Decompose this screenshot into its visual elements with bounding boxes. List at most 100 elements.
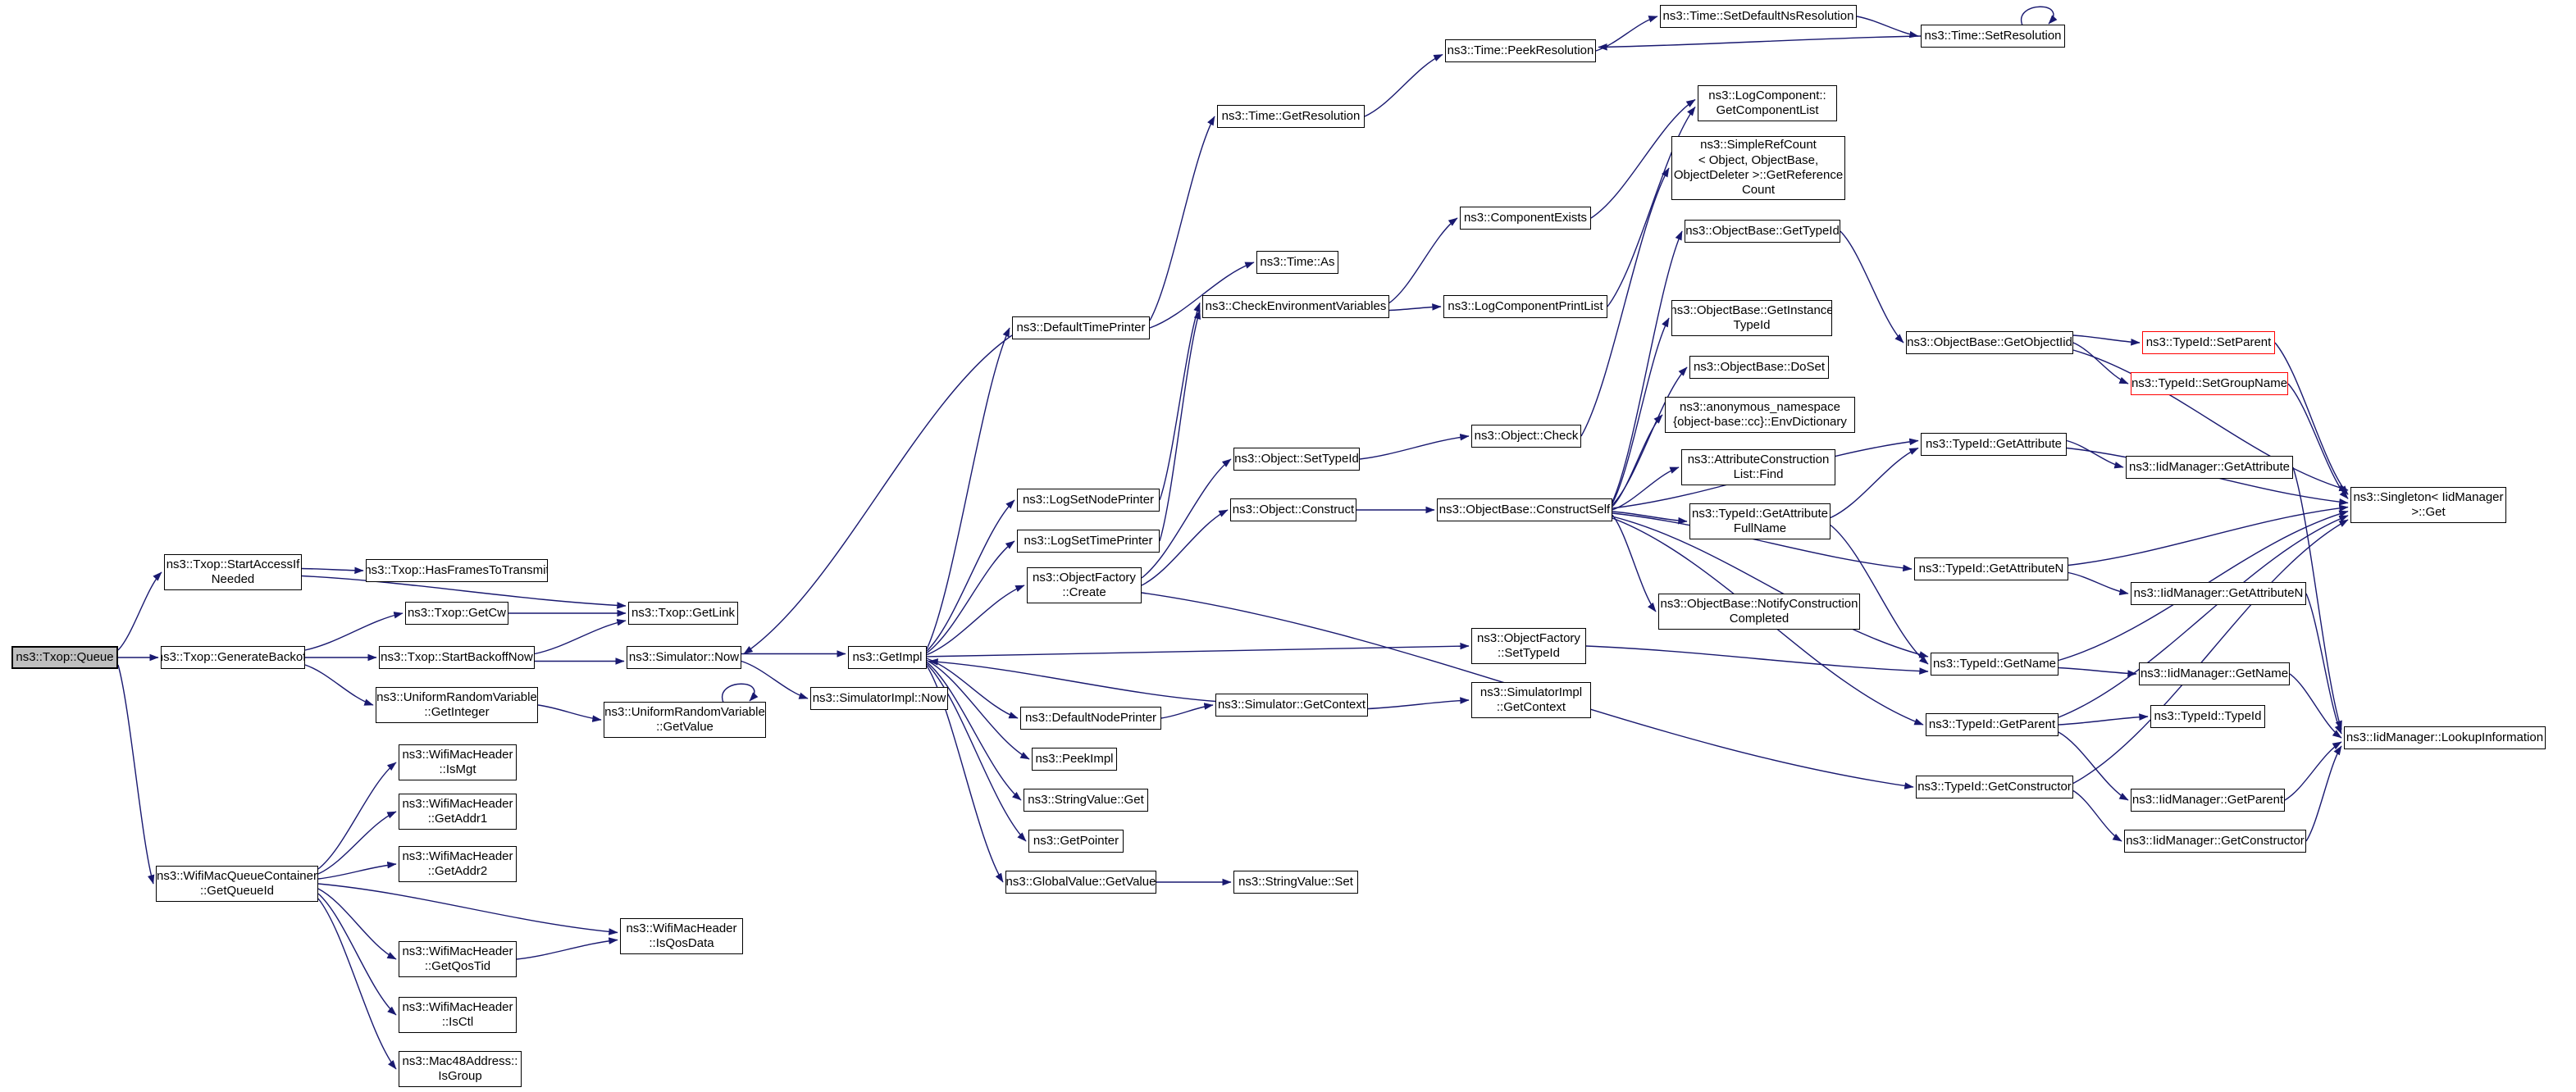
graph-node-component_exists[interactable]: ns3::ComponentExists [1460, 207, 1591, 230]
graph-node-get_cw[interactable]: ns3::Txop::GetCw [405, 602, 508, 625]
graph-node-default_time_printer[interactable]: ns3::DefaultTimePrinter [1012, 316, 1150, 339]
call-edge-get_attribute_full_name-to-typeid_get_attribute [1830, 447, 1919, 519]
graph-node-time_get_resolution[interactable]: ns3::Time::GetResolution [1217, 105, 1365, 128]
graph-node-object_construct[interactable]: ns3::Object::Construct [1230, 498, 1356, 521]
call-edge-component_exists-to-get_component_list [1590, 98, 1696, 219]
graph-node-singleton_get[interactable]: ns3::Singleton< IidManager >::Get [2350, 487, 2506, 523]
call-edge-generate_backoff-to-get_integer [304, 664, 374, 706]
graph-node-factory_create[interactable]: ns3::ObjectFactory ::Create [1027, 567, 1142, 603]
graph-node-time_as[interactable]: ns3::Time::As [1256, 251, 1338, 274]
graph-node-check_env[interactable]: ns3::CheckEnvironmentVariables [1202, 295, 1389, 318]
graph-node-start_backoff_now[interactable]: ns3::Txop::StartBackoffNow [379, 646, 535, 669]
call-edge-get_impl-to-get_pointer [926, 663, 1027, 842]
graph-node-env_dictionary[interactable]: ns3::anonymous_namespace {object-base::c… [1665, 397, 1855, 433]
call-edge-typeid_get_parent-to-singleton_get [2058, 515, 2349, 718]
call-edge-typeid_get_attribute-to-iid_get_attribute [2066, 439, 2124, 469]
call-edge-construct_self-to-get_attribute_full_name [1612, 511, 1688, 525]
graph-node-typeid_get_name[interactable]: ns3::TypeId::GetName [1931, 653, 2059, 676]
graph-node-get_impl[interactable]: ns3::GetImpl [848, 646, 927, 669]
call-edge-get_impl-to-stringvalue_get [926, 662, 1022, 801]
call-edge-get_queue_id-to-is_group [317, 898, 397, 1070]
call-edge-queue-to-get_queue_id [117, 664, 155, 885]
call-edge-get_impl-to-factory_set_typeid [926, 642, 1470, 657]
call-edge-get_impl-to-log_set_time_printer [926, 540, 1015, 654]
call-edge-get_impl-to-factory_create [926, 585, 1025, 656]
graph-node-has_frames[interactable]: ns3::Txop::HasFramesToTransmit [366, 559, 548, 582]
graph-node-get_addr2[interactable]: ns3::WifiMacHeader ::GetAddr2 [399, 846, 517, 882]
call-edge-factory_set_typeid-to-typeid_get_name [1585, 645, 1929, 675]
graph-node-log_set_node_printer[interactable]: ns3::LogSetNodePrinter [1017, 489, 1160, 512]
graph-node-objectbase_get_typeid[interactable]: ns3::ObjectBase::GetTypeId [1685, 220, 1840, 243]
graph-node-set_resolution[interactable]: ns3::Time::SetResolution [1921, 25, 2065, 48]
graph-node-get_component_list[interactable]: ns3::LogComponent:: GetComponentList [1698, 85, 1837, 121]
graph-node-typeid_get_attribute[interactable]: ns3::TypeId::GetAttribute [1921, 433, 2067, 456]
call-edge-typeid_get_parent-to-iid_get_parent [2058, 731, 2129, 801]
graph-node-stringvalue_get[interactable]: ns3::StringValue::Get [1024, 789, 1148, 812]
graph-node-notify_construction[interactable]: ns3::ObjectBase::NotifyConstruction Comp… [1658, 594, 1860, 630]
graph-node-log_set_time_printer[interactable]: ns3::LogSetTimePrinter [1017, 530, 1160, 553]
graph-node-get_instance_typeid[interactable]: ns3::ObjectBase::GetInstance TypeId [1671, 300, 1832, 336]
graph-node-lookup_information[interactable]: ns3::IidManager::LookupInformation [2344, 726, 2546, 749]
graph-node-get_pointer[interactable]: ns3::GetPointer [1028, 830, 1124, 853]
graph-node-typeid_set_group_name[interactable]: ns3::TypeId::SetGroupName [2131, 372, 2288, 395]
call-edge-set_resolution-to-set_resolution [2020, 6, 2058, 26]
graph-node-get_value[interactable]: ns3::UniformRandomVariable ::GetValue [604, 702, 766, 738]
graph-node-typeid_set_parent[interactable]: ns3::TypeId::SetParent [2142, 331, 2275, 354]
graph-node-is_ctl[interactable]: ns3::WifiMacHeader ::IsCtl [399, 997, 517, 1033]
graph-node-is_group[interactable]: ns3::Mac48Address:: IsGroup [399, 1051, 522, 1087]
graph-node-set_default_ns_resolution[interactable]: ns3::Time::SetDefaultNsResolution [1660, 5, 1857, 28]
call-edge-typeid_set_group_name-to-singleton_get [2287, 383, 2349, 499]
graph-node-attr_list_find[interactable]: ns3::AttributeConstruction List::Find [1681, 449, 1835, 485]
call-edge-set_resolution-to-peek_resolution [1598, 35, 1922, 51]
call-edge-get_queue_id-to-get_addr2 [317, 861, 397, 880]
graph-node-peek_resolution[interactable]: ns3::Time::PeekResolution [1445, 39, 1596, 62]
graph-node-log_component_print_list[interactable]: ns3::LogComponentPrintList [1443, 295, 1607, 318]
graph-node-sim_get_context[interactable]: ns3::Simulator::GetContext [1215, 694, 1368, 717]
graph-node-get_addr1[interactable]: ns3::WifiMacHeader ::GetAddr1 [399, 794, 517, 830]
graph-node-get_queue_id[interactable]: ns3::WifiMacQueueContainer ::GetQueueId [156, 866, 318, 902]
call-edge-iid_get_name-to-lookup_information [2289, 673, 2342, 739]
graph-node-iid_get_constructor[interactable]: ns3::IidManager::GetConstructor [2124, 830, 2306, 853]
graph-node-do_set[interactable]: ns3::ObjectBase::DoSet [1689, 356, 1829, 379]
graph-node-typeid_get_constructor[interactable]: ns3::TypeId::GetConstructor [1916, 776, 2073, 799]
graph-node-stringvalue_set[interactable]: ns3::StringValue::Set [1233, 871, 1358, 894]
call-edge-iid_get_parent-to-lookup_information [2284, 741, 2342, 801]
graph-node-object_check[interactable]: ns3::Object::Check [1471, 425, 1581, 448]
graph-node-iid_get_name[interactable]: ns3::IidManager::GetName [2139, 662, 2290, 685]
graph-node-default_node_printer[interactable]: ns3::DefaultNodePrinter [1020, 707, 1161, 730]
graph-node-peek_impl[interactable]: ns3::PeekImpl [1032, 748, 1117, 771]
graph-node-get_qos_tid[interactable]: ns3::WifiMacHeader ::GetQosTid [399, 941, 517, 977]
graph-node-globalvalue_getvalue[interactable]: ns3::GlobalValue::GetValue [1005, 871, 1156, 894]
graph-node-iid_get_attribute_n[interactable]: ns3::IidManager::GetAttributeN [2131, 582, 2306, 605]
call-edge-typeid_get_constructor-to-singleton_get [2072, 519, 2349, 785]
call-edge-get_impl-to-globalvalue_getvalue [926, 665, 1004, 883]
graph-node-get_link[interactable]: ns3::Txop::GetLink [628, 602, 738, 625]
graph-node-typeid_get_parent[interactable]: ns3::TypeId::GetParent [1926, 713, 2059, 736]
call-edge-log_component_print_list-to-get_component_list [1607, 107, 1696, 307]
graph-node-simimpl_now[interactable]: ns3::SimulatorImpl::Now [810, 687, 948, 710]
graph-node-factory_set_typeid[interactable]: ns3::ObjectFactory ::SetTypeId [1471, 628, 1586, 664]
call-edge-construct_self-to-get_instance_typeid [1612, 317, 1670, 504]
graph-node-object_set_typeid[interactable]: ns3::Object::SetTypeId [1233, 448, 1360, 471]
graph-node-iid_get_attribute[interactable]: ns3::IidManager::GetAttribute [2126, 456, 2293, 479]
call-edge-factory_create-to-object_set_typeid [1141, 458, 1232, 579]
graph-node-is_qos_data[interactable]: ns3::WifiMacHeader ::IsQosData [620, 918, 743, 954]
graph-node-construct_self[interactable]: ns3::ObjectBase::ConstructSelf [1437, 498, 1612, 521]
graph-node-get_attribute_full_name[interactable]: ns3::TypeId::GetAttribute FullName [1689, 503, 1831, 539]
graph-node-typeid_get_attribute_n[interactable]: ns3::TypeId::GetAttributeN [1914, 557, 2068, 580]
graph-node-typeid_typeid[interactable]: ns3::TypeId::TypeId [2150, 705, 2265, 728]
graph-node-simimpl_get_context[interactable]: ns3::SimulatorImpl ::GetContext [1471, 682, 1591, 718]
graph-node-is_mgt[interactable]: ns3::WifiMacHeader ::IsMgt [399, 744, 517, 780]
graph-node-get_object_iid[interactable]: ns3::ObjectBase::GetObjectIid [1906, 331, 2073, 354]
call-edge-check_env-to-component_exists [1388, 217, 1458, 304]
graph-node-generate_backoff[interactable]: ns3::Txop::GenerateBackoff [161, 646, 305, 669]
call-edge-start_access-to-get_link [301, 575, 627, 609]
graph-node-get_reference_count[interactable]: ns3::SimpleRefCount < Object, ObjectBase… [1671, 136, 1845, 200]
graph-node-get_integer[interactable]: ns3::UniformRandomVariable ::GetInteger [376, 687, 538, 723]
call-edge-get_queue_id-to-is_qos_data [317, 883, 618, 935]
graph-node-sim_now[interactable]: ns3::Simulator::Now [627, 646, 741, 669]
graph-node-start_access[interactable]: ns3::Txop::StartAccessIf Needed [164, 554, 302, 590]
graph-node-iid_get_parent[interactable]: ns3::IidManager::GetParent [2131, 789, 2285, 812]
call-edge-get_value-to-get_value [721, 683, 759, 703]
